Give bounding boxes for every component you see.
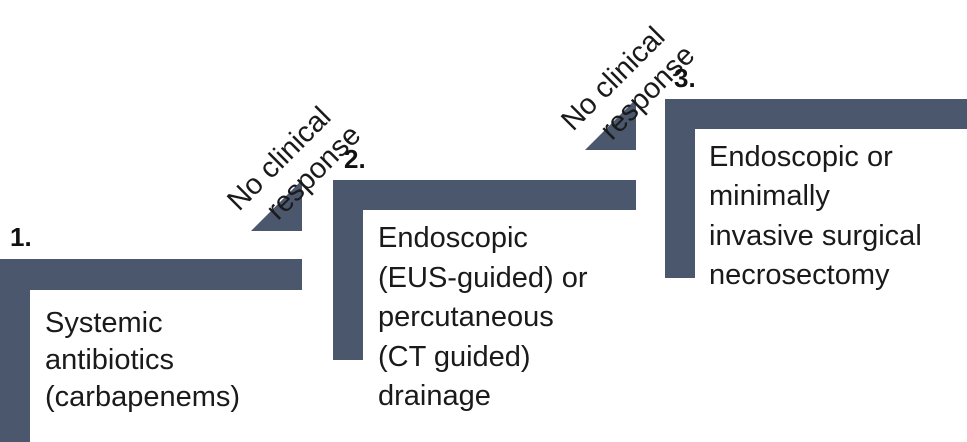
step-2-line: drainage (378, 380, 491, 412)
step-2-number: 2. (344, 144, 366, 174)
step-3: 3. Endoscopic or minimally invasive surg… (665, 63, 967, 291)
step-2-line: (CT guided) (378, 341, 531, 373)
step-2: 2. Endoscopic (EUS-guided) or percutaneo… (333, 144, 636, 412)
transition-1-wedge (251, 180, 302, 231)
step-2-line: Endoscopic (378, 222, 528, 254)
step-3-line: Endoscopic or (709, 141, 893, 173)
step-3-line: minimally (709, 180, 830, 212)
step-1: 1. Systemic antibiotics (carbapenems) (0, 222, 302, 442)
step-1-side-bar (0, 259, 30, 442)
step-2-text: Endoscopic (EUS-guided) or percutaneous … (378, 222, 596, 412)
step-1-top-bar (0, 259, 302, 290)
step-3-side-bar (665, 99, 695, 278)
step-2-line: (EUS-guided) or (378, 262, 588, 294)
step-1-line: antibiotics (45, 344, 174, 376)
step-3-number: 3. (674, 63, 696, 93)
step-1-line: Systemic (45, 307, 163, 339)
step-1-text: Systemic antibiotics (carbapenems) (45, 307, 240, 413)
step-3-line: necrosectomy (709, 259, 890, 291)
step-3-text: Endoscopic or minimally invasive surgica… (709, 141, 930, 291)
step-2-side-bar (333, 180, 363, 360)
step-3-top-bar (665, 99, 967, 129)
transition-2-wedge (585, 99, 636, 150)
step-2-line: percutaneous (378, 301, 554, 333)
step-2-top-bar (333, 180, 636, 210)
step-3-line: invasive surgical (709, 220, 922, 252)
step-1-number: 1. (10, 222, 32, 252)
step-1-line: (carbapenems) (45, 381, 240, 413)
